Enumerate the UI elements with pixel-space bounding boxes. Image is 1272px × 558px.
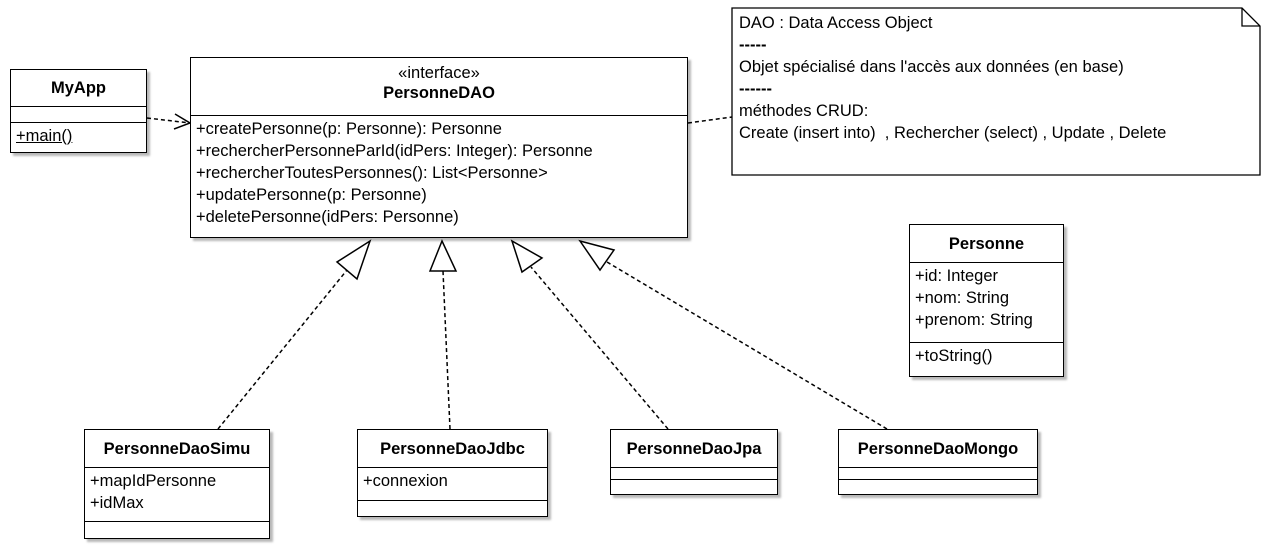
class-name: PersonneDaoJpa — [611, 430, 777, 468]
realization-jpa[interactable] — [530, 266, 669, 430]
note-separator: ------ — [739, 80, 772, 98]
realization-mongo[interactable] — [606, 261, 888, 430]
class-operations: +toString() — [910, 343, 1063, 367]
interface-personne-dao[interactable]: «interface» PersonneDAO +createPersonne(… — [190, 57, 688, 238]
class-name: PersonneDAO — [383, 84, 495, 102]
operation: +main() — [16, 127, 73, 145]
realization-arrowhead-icon — [578, 239, 616, 272]
realization-jdbc[interactable] — [442, 270, 451, 430]
attribute: +prenom: String — [915, 311, 1033, 329]
class-personne-dao-simu[interactable]: PersonneDaoSimu +mapIdPersonne +idMax — [84, 429, 270, 539]
operation: +deletePersonne(idPers: Personne) — [196, 208, 459, 226]
class-attributes — [839, 468, 1037, 480]
class-personne-dao-jpa[interactable]: PersonneDaoJpa — [610, 429, 778, 495]
note-separator: ----- — [739, 36, 767, 54]
stereotype-label: «interface» — [398, 64, 480, 82]
class-attributes: +id: Integer +nom: String +prenom: Strin… — [910, 263, 1063, 343]
note-line: DAO : Data Access Object — [739, 14, 933, 32]
realization-simu[interactable] — [217, 269, 348, 430]
attribute: +id: Integer — [915, 267, 999, 285]
attribute: +connexion — [363, 472, 448, 490]
note-anchor-line — [687, 116, 733, 124]
dao-note[interactable]: DAO : Data Access Object ----- Objet spé… — [732, 8, 1260, 175]
class-name: PersonneDaoJdbc — [358, 430, 547, 468]
class-myapp[interactable]: MyApp +main() — [10, 69, 147, 153]
class-attributes: +connexion — [358, 468, 547, 501]
operation: +updatePersonne(p: Personne) — [196, 186, 427, 204]
attribute: +nom: String — [915, 289, 1010, 307]
operation: +toString() — [915, 347, 993, 365]
class-personne-dao-jdbc[interactable]: PersonneDaoJdbc +connexion — [357, 429, 548, 517]
class-name: MyApp — [11, 70, 146, 107]
class-operations: +createPersonne(p: Personne): Personne +… — [191, 116, 687, 228]
note-line: méthodes CRUD: — [739, 102, 869, 120]
class-attributes — [11, 107, 146, 123]
note-line: Create (insert into) , Rechercher (selec… — [739, 124, 1167, 142]
dependency-arrowhead-icon — [173, 113, 192, 130]
attribute: +mapIdPersonne — [90, 472, 217, 490]
note-line: Objet spécialisé dans l'accès aux donnée… — [739, 58, 1124, 76]
operation: +rechercherPersonneParId(idPers: Integer… — [196, 142, 593, 160]
class-personne-dao-mongo[interactable]: PersonneDaoMongo — [838, 429, 1038, 495]
dependency-myapp-dao[interactable] — [146, 117, 191, 124]
class-operations: +main() — [11, 123, 146, 147]
realization-arrowhead-icon — [510, 239, 544, 274]
class-personne[interactable]: Personne +id: Integer +nom: String +pren… — [909, 224, 1064, 377]
class-header: «interface» PersonneDAO — [191, 58, 687, 116]
class-name: Personne — [910, 225, 1063, 263]
class-attributes — [611, 468, 777, 480]
operation: +createPersonne(p: Personne): Personne — [196, 120, 502, 138]
class-name: PersonneDaoSimu — [85, 430, 269, 468]
attribute: +idMax — [90, 494, 144, 512]
class-name: PersonneDaoMongo — [839, 430, 1037, 468]
operation: +rechercherToutesPersonnes(): List<Perso… — [196, 164, 548, 182]
realization-arrowhead-icon — [335, 239, 372, 281]
realization-arrowhead-icon — [428, 239, 458, 272]
class-attributes: +mapIdPersonne +idMax — [85, 468, 269, 522]
